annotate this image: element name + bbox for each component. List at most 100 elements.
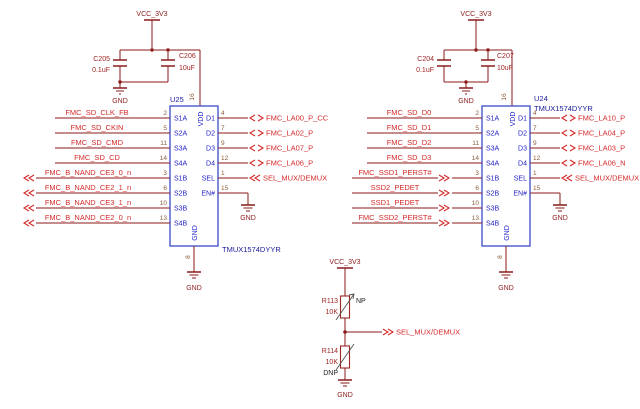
c207-value: 10uF bbox=[497, 65, 513, 72]
c206-value: 10uF bbox=[179, 65, 195, 72]
pin-name: S2A bbox=[174, 131, 188, 138]
net-label: FMC_SD_D3 bbox=[387, 153, 432, 162]
u24-power-rail bbox=[437, 19, 513, 106]
u24-left-pin-wires bbox=[352, 117, 482, 227]
port-label: FMC_LA00_P_CC bbox=[266, 114, 329, 123]
pin-number: 10 bbox=[160, 200, 168, 207]
c204-ref: C204 bbox=[417, 56, 434, 63]
u25-pin16-number: 16 bbox=[189, 93, 196, 101]
pin-number: 9 bbox=[221, 140, 225, 147]
pin-name: S4B bbox=[486, 221, 500, 228]
u24-ground-wires bbox=[499, 246, 513, 279]
u25-vdd-pin-name: VDD bbox=[198, 112, 205, 127]
net-label: FMC_B_NAND_CE2_0_n bbox=[45, 213, 131, 222]
pin-number: 2 bbox=[475, 110, 479, 117]
net-label: SSD2_PEDET bbox=[371, 183, 420, 192]
u25-vcc-label: VCC_3V3 bbox=[136, 11, 167, 18]
pin-name: S2B bbox=[486, 191, 500, 198]
pin-name: S4A bbox=[486, 161, 500, 168]
u24-pin16-number: 16 bbox=[501, 93, 508, 101]
net-label: SSD1_PEDET bbox=[371, 198, 420, 207]
u25-part-number: TMUX1574DYYR bbox=[222, 245, 281, 254]
pin-number: 4 bbox=[221, 110, 225, 117]
u24-ic-body bbox=[481, 105, 531, 247]
u24-right-pin-wires bbox=[530, 114, 577, 212]
net-label: FMC_SD_CMD bbox=[71, 138, 124, 147]
pin-name: S1B bbox=[174, 176, 188, 183]
c205-value: 0.1uF bbox=[92, 67, 110, 74]
pin-number: 14 bbox=[472, 155, 480, 162]
pin-name: D1 bbox=[206, 116, 215, 123]
u25-ground-wires bbox=[187, 246, 201, 279]
pin-number: 11 bbox=[160, 140, 167, 147]
net-label: FMC_SD_CD bbox=[74, 153, 120, 162]
port-label: SEL_MUX/DEMUX bbox=[575, 174, 639, 183]
u25-gnd-label: GND bbox=[186, 285, 202, 292]
pin-name: SEL bbox=[202, 176, 215, 183]
pin-number: 1 bbox=[221, 170, 225, 177]
u24-part-number: TMUX1574DYYR bbox=[534, 104, 593, 113]
pin-name: D4 bbox=[518, 161, 527, 168]
net-label: FMC_B_NAND_CE2_1_n bbox=[45, 183, 131, 192]
sel-divider-wires bbox=[335, 267, 395, 387]
pin-number: 10 bbox=[472, 200, 480, 207]
c204-value: 0.1uF bbox=[416, 67, 434, 74]
u25-ic-body bbox=[169, 105, 219, 247]
u25-pin8-number: 8 bbox=[185, 255, 192, 259]
u25-right-pin-wires bbox=[218, 114, 265, 212]
sel-port-label: SEL_MUX/DEMUX bbox=[396, 328, 460, 337]
port-label: FMC_LA07_P bbox=[266, 144, 313, 153]
pin-name: D2 bbox=[518, 131, 527, 138]
c205-ref: C205 bbox=[93, 56, 110, 63]
pin-number: 13 bbox=[160, 215, 168, 222]
pin-name: S1B bbox=[486, 176, 500, 183]
pin-number: 15 bbox=[221, 185, 229, 192]
u25-caps-gnd-label: GND bbox=[112, 98, 128, 105]
divider-vcc-label: VCC_3V3 bbox=[329, 259, 360, 266]
pin-name: S2A bbox=[486, 131, 500, 138]
u24-vcc-label: VCC_3V3 bbox=[460, 11, 491, 18]
u24-pin8-number: 8 bbox=[497, 255, 504, 259]
u25-designator: U25 bbox=[170, 95, 184, 104]
net-label: FMC_B_NAND_CE3_0_n bbox=[45, 168, 131, 177]
c207-ref: C207 bbox=[497, 53, 514, 60]
u24-designator: U24 bbox=[534, 94, 548, 103]
pin-name: EN# bbox=[513, 191, 527, 198]
r114-value: 10K bbox=[326, 359, 339, 366]
u24-caps-gnd-label: GND bbox=[458, 98, 474, 105]
pin-name: S1A bbox=[486, 116, 500, 123]
pin-number: 5 bbox=[475, 125, 479, 132]
pin-name: D3 bbox=[518, 146, 527, 153]
u25-power-rail bbox=[113, 19, 201, 106]
pin-number: 11 bbox=[472, 140, 479, 147]
net-label: FMC_SD_D2 bbox=[387, 138, 432, 147]
pin-name: S3A bbox=[174, 146, 188, 153]
u24-vdd-pin-name: VDD bbox=[510, 112, 517, 127]
u25-gnd-pin-name: GND bbox=[192, 225, 199, 241]
pin-number: 6 bbox=[163, 185, 167, 192]
port-label: FMC_LA06_P bbox=[266, 159, 313, 168]
pin-number: 2 bbox=[163, 110, 167, 117]
pin-name: D4 bbox=[206, 161, 215, 168]
net-label: FMC_SSD1_PERST# bbox=[358, 168, 432, 177]
r113-value: 10K bbox=[326, 309, 339, 316]
pin-name: S3A bbox=[486, 146, 500, 153]
net-label: FMC_B_NAND_CE3_1_n bbox=[45, 198, 131, 207]
pin-name: S3B bbox=[486, 206, 500, 213]
r114-ref: R114 bbox=[322, 348, 338, 355]
pin-number: 5 bbox=[163, 125, 167, 132]
u24-gnd-pin-name: GND bbox=[504, 225, 511, 241]
net-label: FMC_SD_D1 bbox=[387, 123, 432, 132]
pin-name: S2B bbox=[174, 191, 188, 198]
pin-number: 7 bbox=[221, 125, 225, 132]
u24-gnd-label: GND bbox=[498, 285, 514, 292]
pin-name: D1 bbox=[518, 116, 527, 123]
port-label: FMC_LA06_N bbox=[578, 159, 626, 168]
c206-ref: C206 bbox=[179, 53, 196, 60]
pin-name: D2 bbox=[206, 131, 215, 138]
pin-name: D3 bbox=[206, 146, 215, 153]
r113-np-note: NP bbox=[356, 298, 366, 305]
port-label: FMC_LA03_P bbox=[578, 144, 625, 153]
